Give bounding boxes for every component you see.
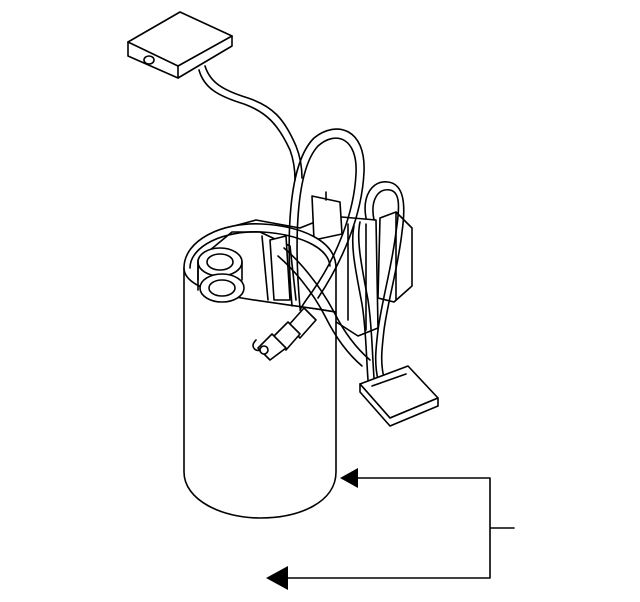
electrical-connector [359, 365, 439, 427]
callout-leader-line [285, 477, 515, 579]
hose-fitting [252, 307, 317, 361]
wire-harness [351, 181, 405, 381]
pump-outlets [197, 235, 291, 303]
callout-arrow-lower [266, 566, 288, 590]
float-sender [127, 11, 233, 79]
float-pivot-icon [143, 55, 155, 65]
sender-wire [198, 65, 303, 181]
fuel-hose [277, 128, 371, 367]
callout-group [266, 468, 515, 590]
callout-arrow-upper [340, 468, 358, 488]
